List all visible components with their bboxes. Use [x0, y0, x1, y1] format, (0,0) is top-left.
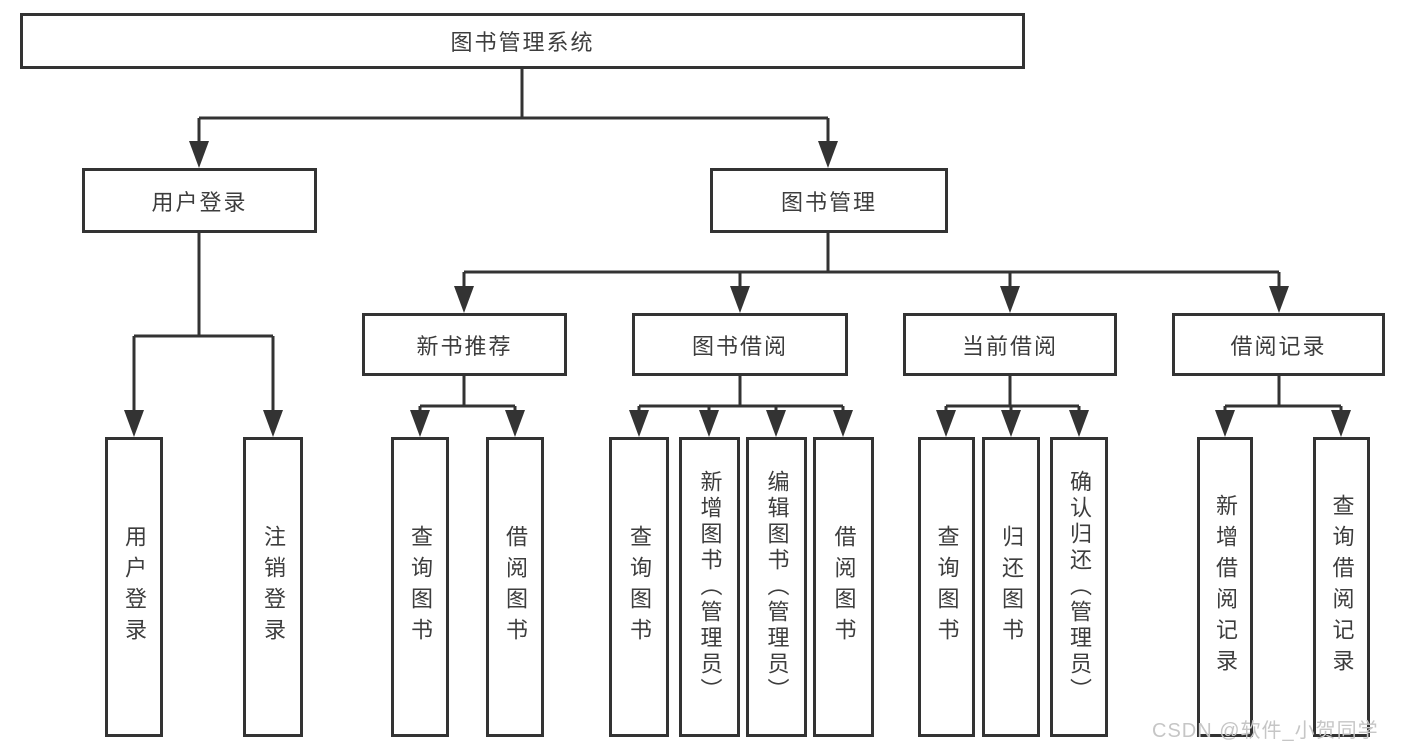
- node-book-borrowing: 图书借阅: [632, 313, 848, 376]
- arrow-down-icon: [833, 410, 853, 437]
- leaf-query-borrow-record: 查询借阅记录: [1313, 437, 1370, 737]
- leaf-query-books-current: 查询图书: [918, 437, 975, 737]
- leaf-edit-books-admin: 编辑图书（管理员）: [746, 437, 807, 737]
- arrowhead-icons: [124, 141, 1351, 437]
- arrow-down-icon: [410, 410, 430, 437]
- leaf-borrow-books-label: 借阅图书: [831, 525, 857, 649]
- leaf-user-login: 用户登录: [105, 437, 163, 737]
- arrow-down-icon: [1331, 410, 1351, 437]
- leaf-query-books-borrowing-label: 查询图书: [627, 525, 652, 649]
- node-book-management-branch-label: 图书管理: [780, 189, 877, 215]
- leaf-return-books: 归还图书: [982, 437, 1040, 737]
- csdn-watermark: CSDN @软件_小贺同学: [1152, 720, 1379, 742]
- node-library-management-system: 图书管理系统: [20, 13, 1025, 69]
- leaf-query-books-borrowing: 查询图书: [609, 437, 669, 737]
- leaf-borrow-books-recommend: 借阅图书: [486, 437, 544, 737]
- leaf-edit-books-admin-label: 编辑图书（管理员）: [764, 470, 790, 704]
- arrow-down-icon: [1215, 410, 1235, 437]
- node-book-management-branch: 图书管理: [710, 168, 948, 233]
- leaf-confirm-return-admin: 确认归还（管理员）: [1050, 437, 1108, 737]
- node-book-borrowing-label: 图书借阅: [691, 333, 788, 359]
- arrow-down-icon: [936, 410, 956, 437]
- leaf-logout: 注销登录: [243, 437, 303, 737]
- leaf-user-login-label: 用户登录: [122, 525, 147, 649]
- arrow-down-icon: [124, 410, 144, 437]
- leaf-add-books-admin: 新增图书（管理员）: [679, 437, 740, 737]
- arrow-down-icon: [1001, 410, 1021, 437]
- arrow-down-icon: [263, 410, 283, 437]
- arrow-down-icon: [1069, 410, 1089, 437]
- leaf-add-borrow-record-label: 新增借阅记录: [1213, 494, 1238, 680]
- node-user-login-branch-label: 用户登录: [151, 189, 248, 215]
- arrow-down-icon: [1000, 286, 1020, 313]
- arrow-down-icon: [1269, 286, 1289, 313]
- leaf-query-books-recommend-label: 查询图书: [408, 525, 433, 649]
- leaf-return-books-label: 归还图书: [999, 525, 1024, 649]
- arrow-down-icon: [766, 410, 786, 437]
- arrow-down-icon: [505, 410, 525, 437]
- arrow-down-icon: [454, 286, 474, 313]
- node-borrowing-records-label: 借阅记录: [1230, 333, 1327, 359]
- node-borrowing-records: 借阅记录: [1172, 313, 1385, 376]
- arrow-down-icon: [818, 141, 838, 168]
- node-new-book-recommendation-label: 新书推荐: [416, 333, 513, 359]
- leaf-query-borrow-record-label: 查询借阅记录: [1329, 494, 1355, 680]
- leaf-borrow-books: 借阅图书: [813, 437, 874, 737]
- leaf-add-borrow-record: 新增借阅记录: [1197, 437, 1253, 737]
- arrow-down-icon: [629, 410, 649, 437]
- arrow-down-icon: [730, 286, 750, 313]
- node-current-borrowing: 当前借阅: [903, 313, 1117, 376]
- leaf-logout-label: 注销登录: [261, 525, 286, 649]
- leaf-borrow-books-recommend-label: 借阅图书: [503, 525, 528, 649]
- node-user-login-branch: 用户登录: [82, 168, 317, 233]
- leaf-confirm-return-admin-label: 确认归还（管理员）: [1067, 470, 1092, 704]
- node-library-management-system-label: 图书管理系统: [450, 30, 595, 55]
- leaf-query-books-current-label: 查询图书: [934, 525, 960, 649]
- arrow-down-icon: [699, 410, 719, 437]
- arrow-down-icon: [189, 141, 209, 168]
- leaf-add-books-admin-label: 新增图书（管理员）: [697, 470, 723, 704]
- node-current-borrowing-label: 当前借阅: [961, 333, 1058, 359]
- leaf-query-books-recommend: 查询图书: [391, 437, 449, 737]
- node-new-book-recommendation: 新书推荐: [362, 313, 567, 376]
